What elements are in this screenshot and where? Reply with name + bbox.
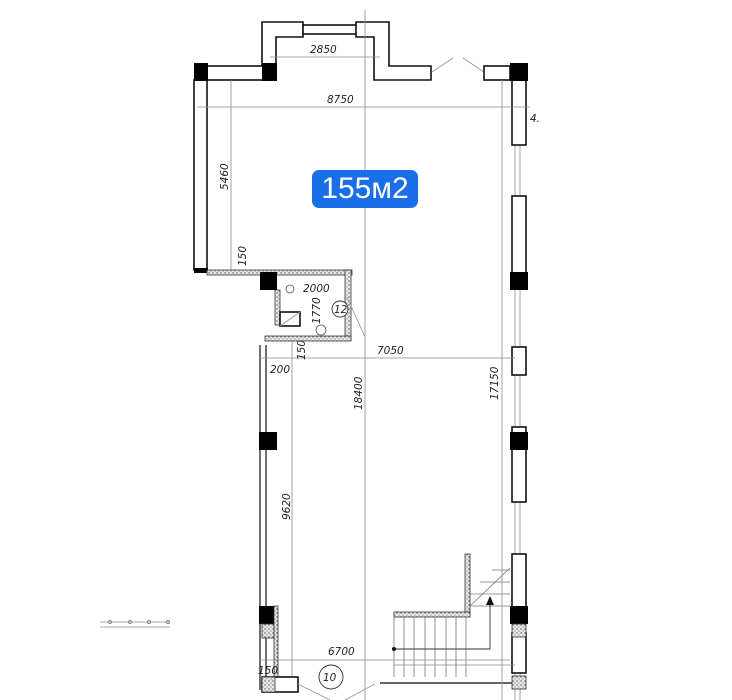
edge-mark: 4.	[530, 113, 540, 125]
dim-offset-150-upper: 150	[237, 246, 249, 266]
dim-right-length: 17150	[489, 366, 501, 400]
column	[194, 63, 208, 81]
wc-partitions	[206, 269, 366, 342]
room-number-main: 10	[323, 672, 337, 684]
door-top-right	[431, 57, 511, 81]
dim-left-upper-height: 5460	[219, 163, 231, 190]
dim-total-width-top: 8750	[327, 94, 354, 106]
room-number-wc: 12	[334, 304, 348, 316]
room-number-circle-wc	[331, 300, 349, 318]
left-upper-walls	[193, 63, 277, 273]
dim-wc-depth: 1770	[311, 297, 323, 324]
dim-offset-150-bottom: 150	[258, 665, 278, 677]
column	[262, 63, 277, 81]
right-walls: 4.	[510, 63, 540, 700]
top-bay-walls	[261, 10, 432, 700]
dim-bottom-width: 6700	[328, 646, 355, 658]
dimension-lines	[100, 56, 530, 700]
staircase	[380, 553, 512, 684]
dim-left-offset-200: 200	[270, 364, 290, 376]
dim-wc-width: 2000	[303, 283, 330, 295]
dim-lower-width: 7050	[377, 345, 404, 357]
room-number-circle-main	[318, 664, 344, 690]
dim-offset-150-mid: 150	[296, 340, 308, 360]
dim-total-length: 18400	[353, 376, 365, 410]
dim-left-lower-height: 9620	[281, 493, 293, 520]
dim-top-bay-width: 2850	[310, 44, 337, 56]
left-lower-walls	[259, 340, 376, 700]
area-badge: 155м2	[312, 170, 418, 208]
